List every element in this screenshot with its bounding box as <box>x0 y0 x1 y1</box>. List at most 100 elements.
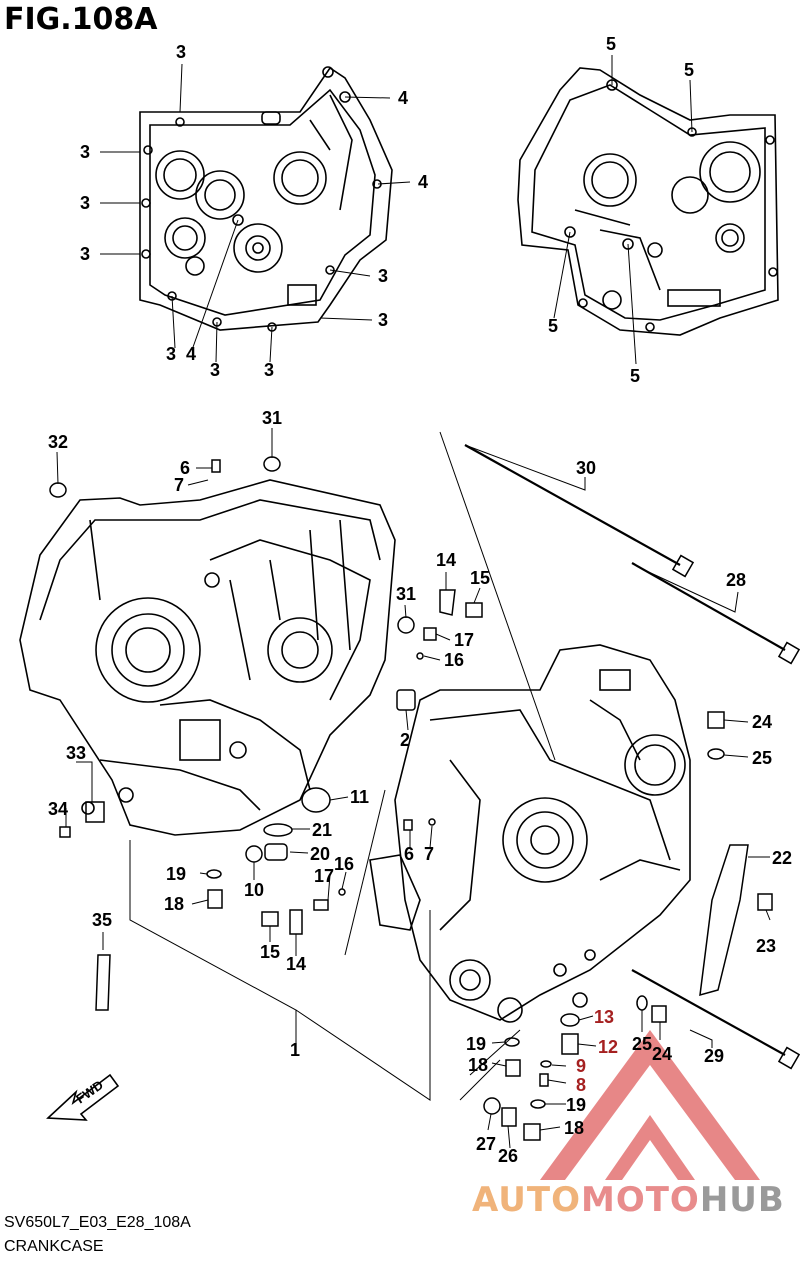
callout-30: 30 <box>576 458 596 478</box>
callout-24: 24 <box>752 712 772 732</box>
washer-27 <box>483 1097 501 1115</box>
callout-8: 8 <box>576 1075 586 1095</box>
callout-3: 3 <box>378 310 388 330</box>
bolt-24-bottom <box>651 1005 667 1023</box>
callout-4: 4 <box>186 344 196 364</box>
screw-34 <box>59 826 71 838</box>
callout-labels: 3 3 3 3 3 3 3 3 3 4 4 4 5 5 5 5 32 31 6 … <box>48 34 792 1166</box>
callout-18: 18 <box>564 1118 584 1138</box>
callout-5: 5 <box>606 34 616 54</box>
callout-32: 32 <box>48 432 68 452</box>
bolt-15-left <box>261 911 279 927</box>
jet-17-left <box>313 899 329 911</box>
callout-16: 16 <box>444 650 464 670</box>
callout-33: 33 <box>66 743 86 763</box>
callout-9: 9 <box>576 1056 586 1076</box>
callout-3: 3 <box>166 344 176 364</box>
callout-23: 23 <box>756 936 776 956</box>
upper-case-bolt-view-left <box>139 66 393 332</box>
figure-title: FIG.108A <box>4 2 158 37</box>
plug-12 <box>561 1033 579 1055</box>
bolt-29 <box>631 969 786 1056</box>
callout-4: 4 <box>398 88 408 108</box>
callout-3: 3 <box>176 42 186 62</box>
upper-crankcase-part <box>19 479 396 836</box>
callout-3: 3 <box>80 244 90 264</box>
callout-7: 7 <box>174 475 184 495</box>
callout-25: 25 <box>632 1034 652 1054</box>
dowel-2 <box>396 689 416 711</box>
callout-14: 14 <box>286 954 306 974</box>
callout-17: 17 <box>314 866 334 886</box>
callout-21: 21 <box>312 820 332 840</box>
callout-13: 13 <box>594 1007 614 1027</box>
seal-32 <box>49 482 67 498</box>
jet-8 <box>539 1073 549 1087</box>
callout-3: 3 <box>378 266 388 286</box>
jet-6-lower <box>403 819 413 831</box>
plug-20 <box>264 843 288 861</box>
seal-31-mid <box>397 616 415 634</box>
callout-19: 19 <box>166 864 186 884</box>
callout-26: 26 <box>498 1146 518 1166</box>
o-ring-11 <box>301 787 331 813</box>
plug-26 <box>501 1107 517 1127</box>
callout-16: 16 <box>334 854 354 874</box>
bolt-18-bottom-a <box>505 1059 521 1077</box>
callout-5: 5 <box>630 366 640 386</box>
leader-lines <box>56 55 771 1149</box>
callout-3: 3 <box>80 193 90 213</box>
callout-17: 17 <box>454 630 474 650</box>
seal-31-top <box>263 456 281 472</box>
callout-24: 24 <box>652 1044 672 1064</box>
lower-crankcase-part <box>369 644 691 1023</box>
watermark-part: AUTO <box>472 1180 581 1220</box>
washer-25-bottom <box>636 995 648 1011</box>
callout-31: 31 <box>262 408 282 428</box>
bolt-15-top <box>465 602 483 618</box>
callout-2: 2 <box>400 730 410 750</box>
sensor-33 <box>85 801 105 823</box>
bolt-30 <box>464 444 681 566</box>
washer-10 <box>245 845 263 863</box>
washer-13 <box>560 1013 580 1027</box>
o-ring-7-lower <box>428 818 436 826</box>
callout-18: 18 <box>468 1055 488 1075</box>
callout-28: 28 <box>726 570 746 590</box>
watermark-brand-text: AUTOMOTOHUB <box>472 1180 785 1220</box>
callout-20: 20 <box>310 844 330 864</box>
callout-7: 7 <box>424 844 434 864</box>
callout-1: 1 <box>290 1040 300 1060</box>
callout-35: 35 <box>92 910 112 930</box>
callout-10: 10 <box>244 880 264 900</box>
callout-6: 6 <box>404 844 414 864</box>
callout-3: 3 <box>210 360 220 380</box>
callout-19: 19 <box>466 1034 486 1054</box>
callout-15: 15 <box>470 568 490 588</box>
bracket-14-left <box>289 909 303 935</box>
o-ring-21 <box>263 823 293 837</box>
callout-5: 5 <box>548 316 558 336</box>
callout-3: 3 <box>264 360 274 380</box>
washer-19-left <box>206 869 222 879</box>
callout-22: 22 <box>772 848 792 868</box>
callout-19: 19 <box>566 1095 586 1115</box>
o-ring-16-left <box>338 888 346 896</box>
o-ring-9 <box>540 1060 552 1068</box>
watermark-part: HUB <box>699 1180 785 1220</box>
lower-case-bolt-view-right <box>517 67 779 336</box>
callout-34: 34 <box>48 799 68 819</box>
callout-11: 11 <box>350 787 369 807</box>
bolt-28 <box>631 562 786 651</box>
figure-code: SV650L7_E03_E28_108A <box>4 1214 191 1231</box>
callout-18: 18 <box>164 894 184 914</box>
figure-caption: CRANKCASE <box>4 1238 104 1255</box>
bolt-24-top <box>707 711 725 729</box>
strap-35 <box>95 954 111 1011</box>
watermark-logo-icon <box>540 1030 760 1180</box>
fwd-arrow: FWD <box>46 1073 120 1121</box>
bolt-23 <box>757 893 773 911</box>
o-ring-16-top <box>416 652 424 660</box>
callout-12: 12 <box>598 1037 618 1057</box>
